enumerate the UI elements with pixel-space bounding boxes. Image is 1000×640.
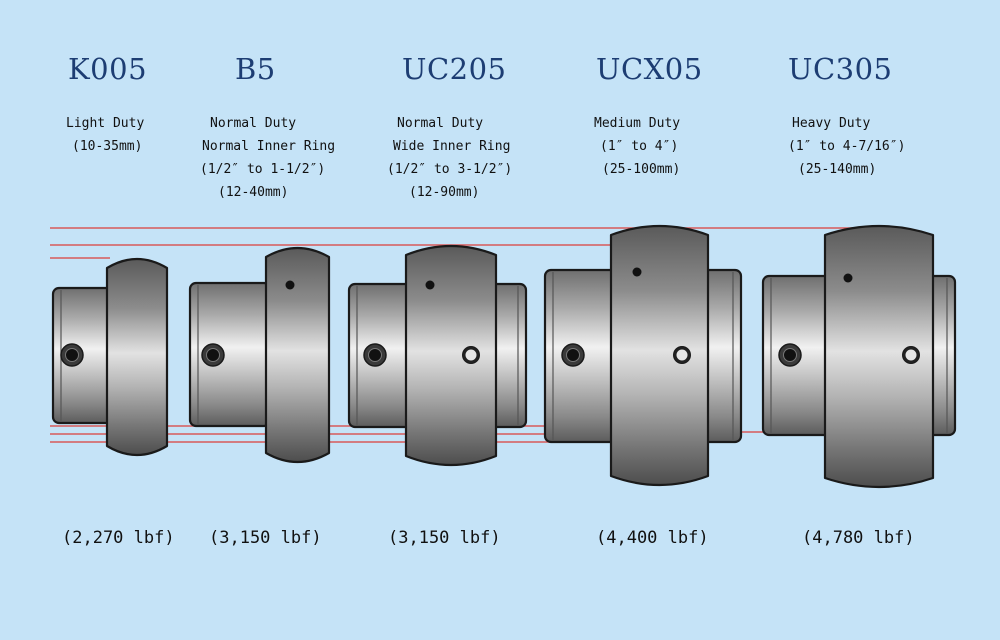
metric-range: (25-140mm): [798, 162, 877, 177]
outer-ring: [404, 244, 498, 467]
bearing-uc305: [761, 224, 957, 489]
description-k005: Light Duty (10-35mm): [66, 112, 144, 158]
ring-label: Wide Inner Ring: [393, 139, 511, 154]
metric-range: (12-90mm): [409, 185, 480, 200]
inch-range: (1/2″ to 3-1/2″): [387, 162, 513, 177]
description-uc305: Heavy Duty (1″ to 4-7/16″) (25-140mm): [788, 112, 905, 181]
pin-face: [676, 349, 688, 361]
inch-range: (1/2″ to 1-1/2″): [200, 162, 326, 177]
metric-range: (25-100mm): [602, 162, 681, 177]
lube-hole-icon: [425, 280, 435, 290]
duty-label: Medium Duty: [594, 116, 681, 131]
lube-hole-icon: [285, 280, 295, 290]
inch-range: (1″ to 4″): [600, 139, 679, 154]
set-screw-socket: [783, 348, 797, 362]
outer-ring: [609, 224, 710, 487]
description-uc205: Normal Duty Wide Inner Ring (1/2″ to 3-1…: [387, 112, 512, 204]
lube-hole-icon: [632, 267, 642, 277]
model-label-uc205: UC205: [402, 52, 507, 86]
ring-label: Normal Inner Ring: [202, 139, 336, 154]
model-label-uc305: UC305: [788, 52, 893, 86]
duty-label: Normal Duty: [210, 116, 297, 131]
metric-range: (12-40mm): [218, 185, 289, 200]
set-screw-socket: [368, 348, 382, 362]
pin-face: [905, 349, 917, 361]
model-label-k005: K005: [68, 52, 148, 86]
duty-label: Heavy Duty: [792, 116, 871, 131]
bearing-ucx05: [543, 224, 743, 487]
bearing-k005: [51, 258, 169, 456]
model-label-ucx05: UCX05: [596, 52, 703, 86]
load-rating-k005: (2,270 lbf): [62, 528, 175, 548]
bearing-uc205: [347, 244, 528, 467]
load-rating-uc205: (3,150 lbf): [388, 528, 501, 548]
pin-face: [465, 349, 477, 361]
description-ucx05: Medium Duty (1″ to 4″) (25-100mm): [594, 112, 680, 181]
outer-ring: [823, 224, 935, 489]
lube-hole-icon: [843, 273, 853, 283]
duty-label: Normal Duty: [397, 116, 484, 131]
set-screw-socket: [566, 348, 580, 362]
set-screw-socket: [65, 348, 79, 362]
size-range: (10-35mm): [72, 139, 143, 154]
duty-label: Light Duty: [66, 116, 145, 131]
bearing-b5: [188, 247, 331, 463]
outer-ring: [264, 247, 331, 463]
set-screw-socket: [206, 348, 220, 362]
load-rating-b5: (3,150 lbf): [209, 528, 322, 548]
description-b5: Normal Duty Normal Inner Ring (1/2″ to 1…: [200, 112, 335, 204]
load-rating-uc305: (4,780 lbf): [802, 528, 915, 548]
inch-range: (1″ to 4-7/16″): [788, 139, 906, 154]
outer-ring: [105, 258, 169, 456]
load-rating-ucx05: (4,400 lbf): [596, 528, 709, 548]
model-label-b5: B5: [235, 52, 276, 86]
